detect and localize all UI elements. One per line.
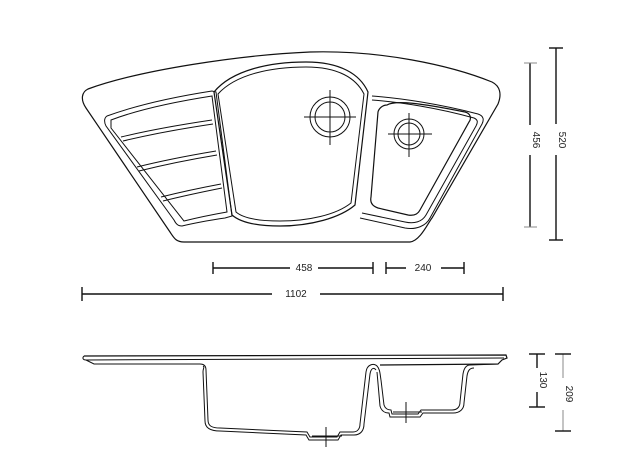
small-bowl-rim [359,95,484,229]
dimension-520: 520 [549,47,567,241]
dimension-456: 456 [524,62,541,228]
section-drain-small-icon [393,402,422,423]
section-drain-main-icon [312,427,342,447]
dimension-458: 458 [212,262,374,274]
dim-label-240: 240 [415,263,432,274]
main-bowl-outline [213,61,369,227]
dimension-1102: 1102 [81,287,504,301]
section-small-bowl [380,363,499,415]
side-section-view [82,354,508,447]
small-drain-icon [388,113,432,157]
section-main-bowl [199,363,382,438]
dim-label-520: 520 [556,132,567,149]
drainboard-outline [104,90,233,227]
drainboard-grooves [120,119,223,202]
main-drain-icon [304,90,356,145]
drainboard-inner [110,95,228,222]
sink-outer-rim [81,51,501,243]
dimension-240: 240 [385,262,465,274]
dimension-130: 130 [529,353,548,408]
top-view [81,51,501,243]
dimension-209: 209 [555,353,574,432]
dim-label-456: 456 [530,132,541,149]
dim-label-1102: 1102 [285,289,307,300]
dim-label-209: 209 [563,386,574,403]
main-bowl-inner [217,66,365,222]
dim-label-130: 130 [537,372,548,389]
section-top-rim [83,354,508,366]
dim-label-458: 458 [296,263,313,274]
small-bowl-outline [370,101,471,216]
small-bowl-rim-inner [361,99,478,224]
